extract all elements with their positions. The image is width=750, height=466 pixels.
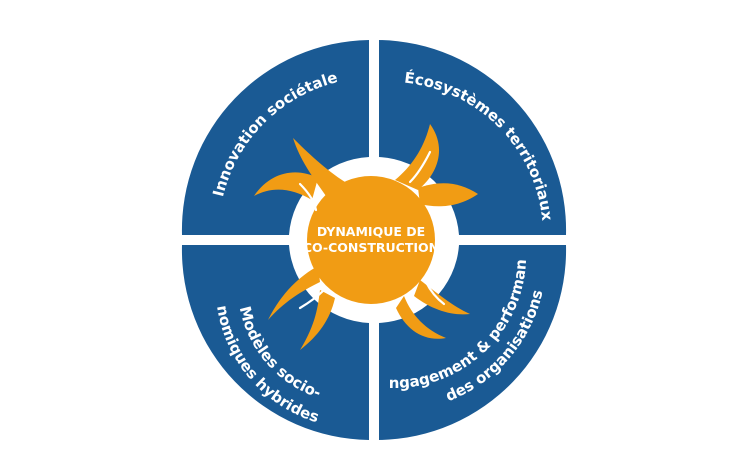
quadrant-bottom-right — [379, 245, 567, 440]
swirl-arm-top-right — [395, 124, 440, 190]
swirl-arm-bottom-right — [414, 280, 470, 315]
swirl-arm-bottom-left — [268, 266, 320, 320]
quadrant-bottom-left — [181, 245, 369, 440]
swirl-accent-lines — [298, 150, 446, 310]
swirl-arm-top-left-tail — [254, 172, 318, 200]
center-label-line-2: CO-CONSTRUCTION — [303, 240, 439, 255]
center-label-line-1: DYNAMIQUE DE — [317, 224, 425, 239]
swirl-arm-top-right-tail — [418, 183, 478, 207]
quadrant-top-left — [181, 40, 369, 235]
swirl-arm-bottom-right-tail — [396, 296, 446, 339]
center-hub — [254, 124, 478, 350]
center-circle — [307, 176, 435, 304]
quadrant-top-right — [379, 40, 567, 235]
swirl-arm-bottom-left-tail — [300, 290, 335, 350]
swirl-arm-top-left — [293, 138, 345, 196]
